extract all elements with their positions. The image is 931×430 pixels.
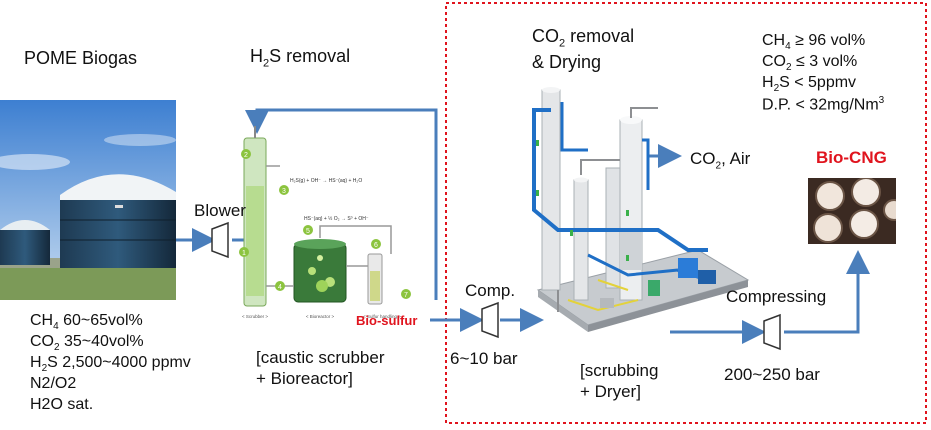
bio-sulfur-label: Bio-sulfur <box>356 313 418 328</box>
biogas-plant-photo <box>0 100 176 300</box>
product-spec-co2: CO2 ≤ 3 vol% <box>762 53 858 74</box>
raw-spec-n2o2: N2/O2 <box>30 375 77 392</box>
formula-bioreactor: HS⁻(aq) + ½ O₂ → S⁰ + OH⁻ <box>304 215 369 222</box>
step-2: 3 <box>282 188 286 195</box>
product-spec-list: CH4 ≥ 96 vol% CO2 ≤ 3 vol% H2S < 5ppmv D… <box>762 31 884 115</box>
stage-title-drying: & Drying <box>532 52 602 72</box>
scrubber-caption-1: [caustic scrubber <box>256 348 385 367</box>
compressing-pressure-label: 200~250 bar <box>724 365 820 384</box>
scrubbing-caption-2: + Dryer] <box>580 382 641 401</box>
step-1: 2 <box>244 152 248 159</box>
scrubbing-caption-1: [scrubbing <box>580 361 659 380</box>
raw-spec-h2s: H2S 2,500~4000 ppmv <box>30 354 191 375</box>
step-3: 4 <box>278 284 282 291</box>
step-label-bioreactor: < Bioreactor > <box>306 314 335 319</box>
raw-spec-ch4: CH4 60~65vol% <box>30 312 143 333</box>
raw-spec-co2: CO2 35~40vol% <box>30 333 144 354</box>
blower-compressor-icon <box>211 221 229 259</box>
comp-pressure-label: 6~10 bar <box>450 349 518 368</box>
scrubber-bioreactor-diagram: 2 3 5 4 1 6 7 H₂S(g) + OH⁻ → HS⁻(aq) + H… <box>239 126 411 319</box>
comp-label: Comp. <box>465 281 516 300</box>
bioreactor-tank <box>293 243 347 303</box>
step-4: 5 <box>306 228 310 235</box>
arrow-loop-top <box>245 108 438 300</box>
step-label-scrubber: < Scrubber > <box>242 314 268 319</box>
formula-scrubber: H₂S(g) + OH⁻ → HS⁻(aq) + H₂O <box>290 178 362 184</box>
step-6: 7 <box>404 292 408 299</box>
bio-cng-label: Bio-CNG <box>816 148 887 167</box>
arrow-to-bio-cng <box>784 250 870 334</box>
bio-cng-cylinders-photo <box>808 178 896 244</box>
scrubber-caption-2: + Bioreactor] <box>256 369 353 388</box>
stage-title-co2: CO2 removal <box>532 26 635 50</box>
product-spec-h2s: H2S < 5ppmv <box>762 74 857 95</box>
stage-title-pome: POME Biogas <box>24 48 138 68</box>
product-spec-ch4: CH4 ≥ 96 vol% <box>762 32 866 53</box>
compressing-label: Compressing <box>726 287 827 306</box>
comp-compressor-icon <box>481 301 499 339</box>
co2-removal-plant-illustration <box>532 87 750 332</box>
raw-gas-spec-list: CH4 60~65vol% CO2 35~40vol% H2S 2,500~40… <box>30 311 191 416</box>
step-5: 6 <box>374 242 378 249</box>
product-spec-dewpoint: D.P. < 32mg/Nm3 <box>762 95 885 114</box>
raw-spec-h2o: H2O sat. <box>30 396 94 413</box>
stage-title-h2s: H2S removal <box>250 46 351 70</box>
co2-air-label: CO2, Air <box>690 149 751 172</box>
step-0: 1 <box>242 250 246 257</box>
blower-label: Blower <box>194 201 246 220</box>
compressing-compressor-icon <box>763 313 781 351</box>
step-label-sulfur: < Sulfur handling > <box>363 314 401 319</box>
upgrading-boundary <box>445 2 927 424</box>
